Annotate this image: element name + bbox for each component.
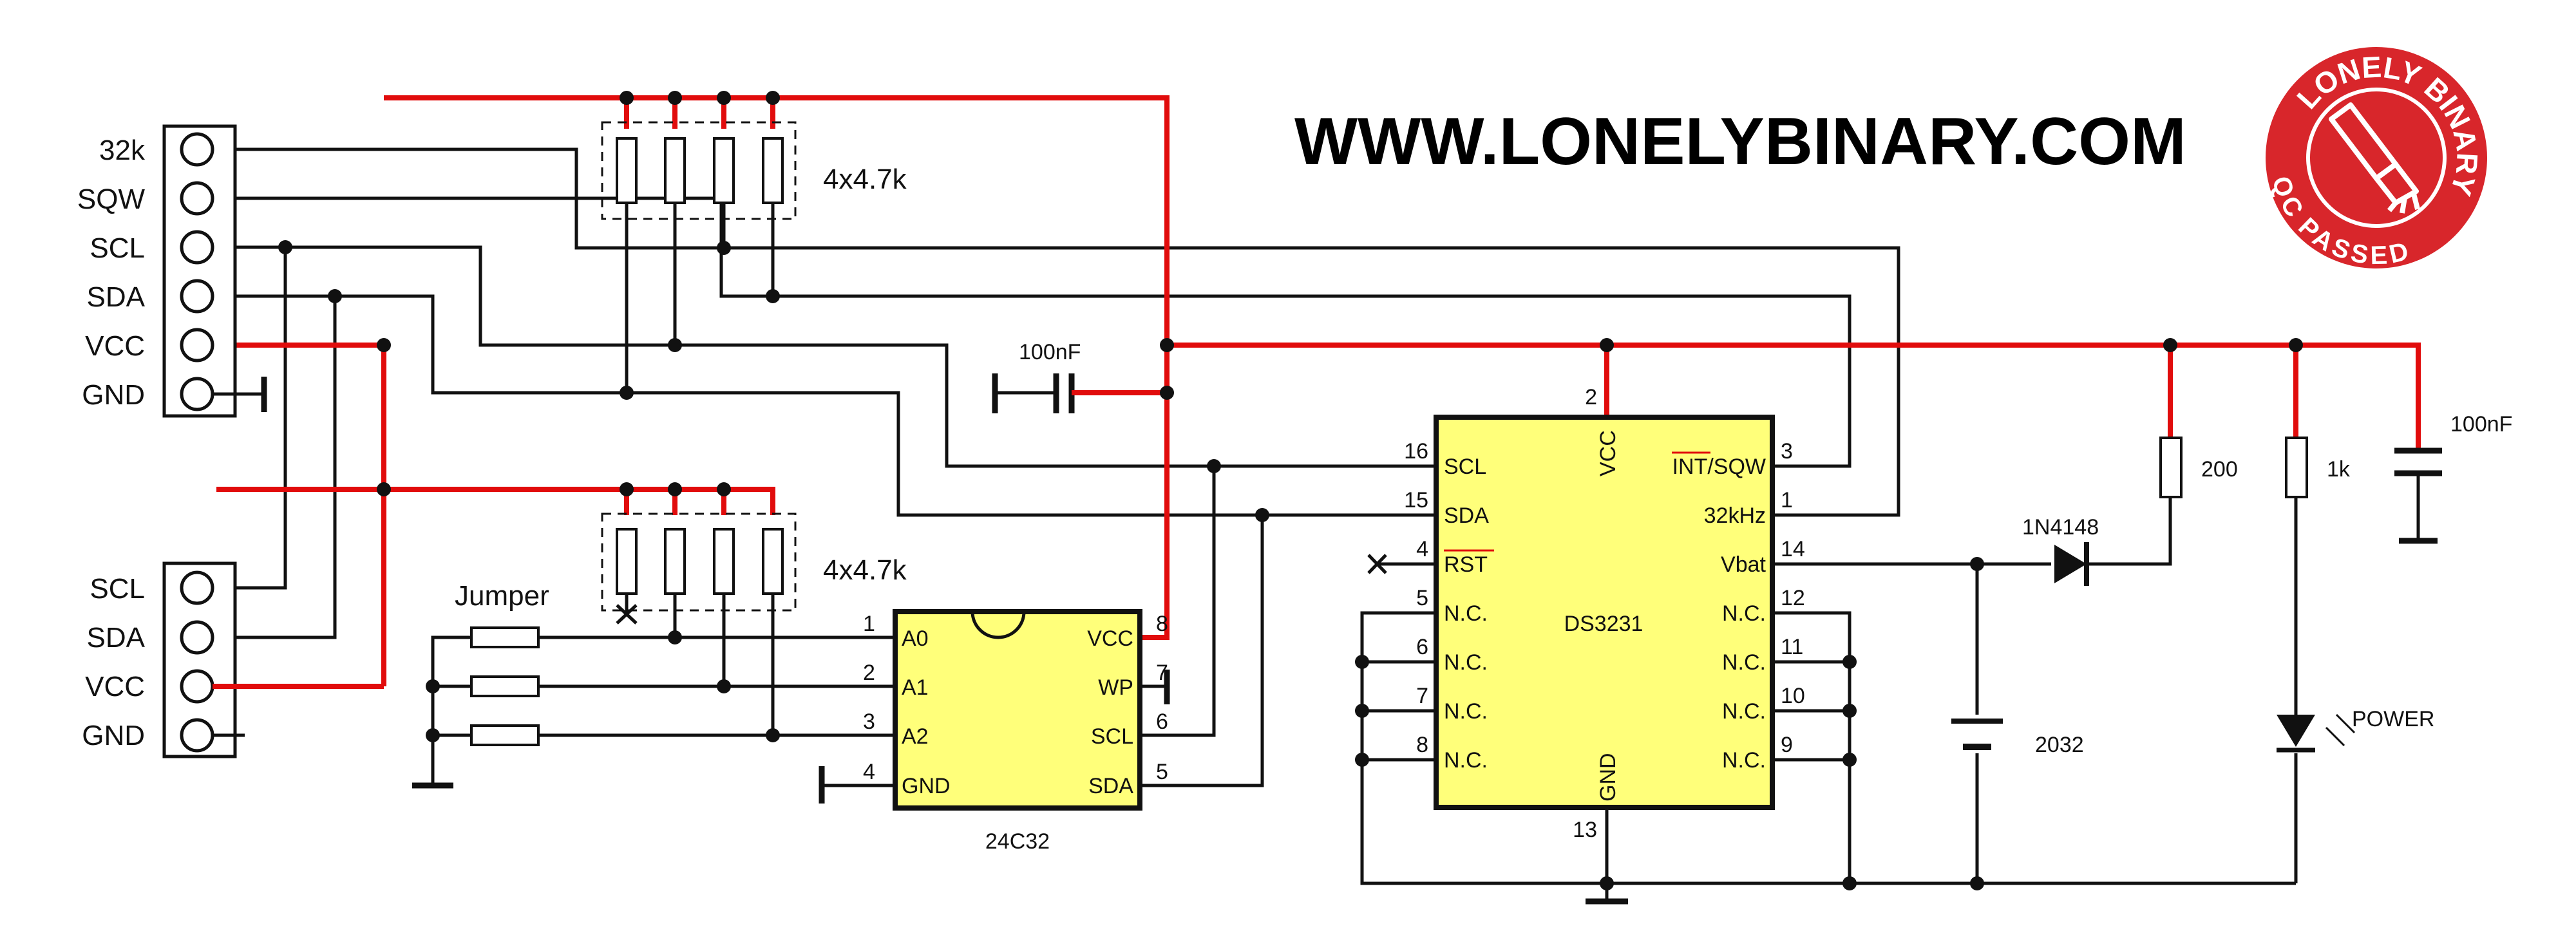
led-label: POWER	[2352, 707, 2434, 731]
rtc-pin16-name: SCL	[1444, 455, 1486, 479]
jumper-label: Jumper	[455, 580, 549, 612]
eeprom-pin3-num: 3	[863, 710, 875, 734]
eeprom-pin4-num: 4	[863, 760, 875, 784]
capacitor-top: 100nF	[992, 340, 1119, 413]
eeprom-pin5-name: SDA	[1088, 774, 1133, 798]
rtc-pin6-name: N.C.	[1444, 650, 1488, 675]
rtc-pin15-num: 15	[1404, 488, 1428, 512]
diode-label: 1N4148	[2022, 515, 2099, 540]
pin-label-vcc: VCC	[85, 330, 145, 362]
rtc-pin2-name: VCC	[1596, 430, 1620, 476]
eeprom-pin5-num: 5	[1156, 760, 1168, 784]
eeprom-part-name: 24C32	[985, 829, 1050, 854]
rtc-pin7-name: N.C.	[1444, 699, 1488, 724]
pin-label-scl: SCL	[90, 232, 145, 264]
rtc-pin8-num: 8	[1416, 733, 1428, 757]
eeprom-pin1-num: 1	[863, 612, 875, 636]
battery-label: 2032	[2035, 733, 2084, 757]
eeprom-pin7-name: WP	[1098, 675, 1133, 700]
pin-label-gnd-2: GND	[82, 720, 145, 751]
led-power: POWER	[2277, 707, 2434, 753]
rtc-pin16-num: 16	[1404, 439, 1428, 464]
pin-label-sda-2: SDA	[87, 622, 146, 653]
rtc-pin12-num: 12	[1781, 586, 1805, 610]
pin-label-scl-2: SCL	[90, 573, 145, 605]
qc-passed-badge: LONELY BINARY QC PASSED	[2248, 11, 2523, 297]
resistor-array-bottom-label: 4x4.7k	[823, 554, 907, 586]
resistor-1k-label: 1k	[2327, 457, 2351, 482]
diode-1n4148: 1N4148	[2022, 515, 2099, 586]
resistor-array-top-label: 4x4.7k	[823, 164, 907, 195]
eeprom-pin6-name: SCL	[1091, 724, 1133, 749]
rtc-ds3231: DS3231 2 VCC 13 GND 16 15 4 5 6 7 8 SCL …	[1367, 385, 1805, 905]
battery-2032: 2032	[1951, 719, 2084, 757]
eeprom-pin2-name: A1	[902, 675, 929, 700]
resistor-200-label: 200	[2201, 457, 2238, 482]
eeprom-pin2-num: 2	[863, 661, 875, 685]
pin-label-32k: 32k	[99, 135, 146, 166]
jumper-resistors: Jumper	[412, 580, 549, 789]
rtc-pin13-name: GND	[1596, 753, 1620, 802]
signal-wiring	[216, 147, 2420, 901]
eeprom-pin6-num: 6	[1156, 710, 1168, 734]
rtc-pin2-num: 2	[1585, 385, 1597, 409]
resistor-array-top: 4x4.7k	[601, 121, 907, 220]
rtc-pin11-name: N.C.	[1722, 650, 1766, 675]
rtc-pin11-num: 11	[1781, 635, 1803, 659]
rtc-pin10-name: N.C.	[1722, 699, 1766, 724]
eeprom-pin4-name: GND	[902, 774, 951, 798]
website-url: WWW.LONELYBINARY.COM	[1294, 104, 2186, 179]
eeprom-24c32: 1 2 3 4 A0 A1 A2 GND 8 7 6 5 VCC WP SCL …	[819, 609, 1170, 854]
rtc-pin12-name: N.C.	[1722, 601, 1766, 626]
pin-label-vcc-2: VCC	[85, 671, 145, 702]
rtc-pin4-name: RST	[1444, 552, 1488, 577]
rtc-pin3-name: INT/SQW	[1672, 455, 1766, 479]
eeprom-pin3-name: A2	[902, 724, 929, 749]
rtc-part-name: DS3231	[1564, 612, 1643, 636]
capacitor-right: 100nF	[2394, 412, 2512, 544]
rtc-pin4-num: 4	[1416, 537, 1428, 561]
resistor-array-bottom: 4x4.7k	[601, 512, 907, 625]
capacitor-top-label: 100nF	[1019, 340, 1081, 364]
rtc-pin10-num: 10	[1781, 684, 1805, 708]
rtc-pin5-num: 5	[1416, 586, 1428, 610]
rtc-pin7-num: 7	[1416, 684, 1428, 708]
header-connector-bottom: SCL SDA VCC GND	[82, 561, 245, 758]
pin-label-sqw: SQW	[77, 183, 146, 215]
pin-label-gnd: GND	[82, 379, 145, 411]
rtc-pin5-name: N.C.	[1444, 601, 1488, 626]
rtc-pin9-name: N.C.	[1722, 748, 1766, 773]
eeprom-pin8-num: 8	[1156, 612, 1168, 636]
junction-dots	[278, 91, 2303, 890]
rtc-pin15-name: SDA	[1444, 503, 1489, 528]
eeprom-pin8-name: VCC	[1087, 626, 1133, 651]
rtc-pin1-name: 32kHz	[1704, 503, 1766, 528]
brush-icon	[2329, 102, 2420, 214]
resistor-200: 200	[2159, 437, 2238, 498]
resistor-1k: 1k	[2285, 437, 2351, 498]
eeprom-pin1-name: A0	[902, 626, 929, 651]
rtc-pin1-num: 1	[1781, 488, 1793, 512]
rtc-pin8-name: N.C.	[1444, 748, 1488, 773]
rtc-pin14-num: 14	[1781, 537, 1805, 561]
pin-label-sda: SDA	[87, 281, 146, 313]
header-connector-top: 32k SQW SCL SDA VCC GND	[77, 124, 267, 418]
rtc-pin14-name: Vbat	[1721, 552, 1766, 577]
capacitor-right-label: 100nF	[2450, 412, 2512, 437]
rtc-pin9-num: 9	[1781, 733, 1793, 757]
rtc-pin13-num: 13	[1573, 818, 1597, 842]
rtc-pin6-num: 6	[1416, 635, 1428, 659]
rtc-pin3-num: 3	[1781, 439, 1793, 464]
